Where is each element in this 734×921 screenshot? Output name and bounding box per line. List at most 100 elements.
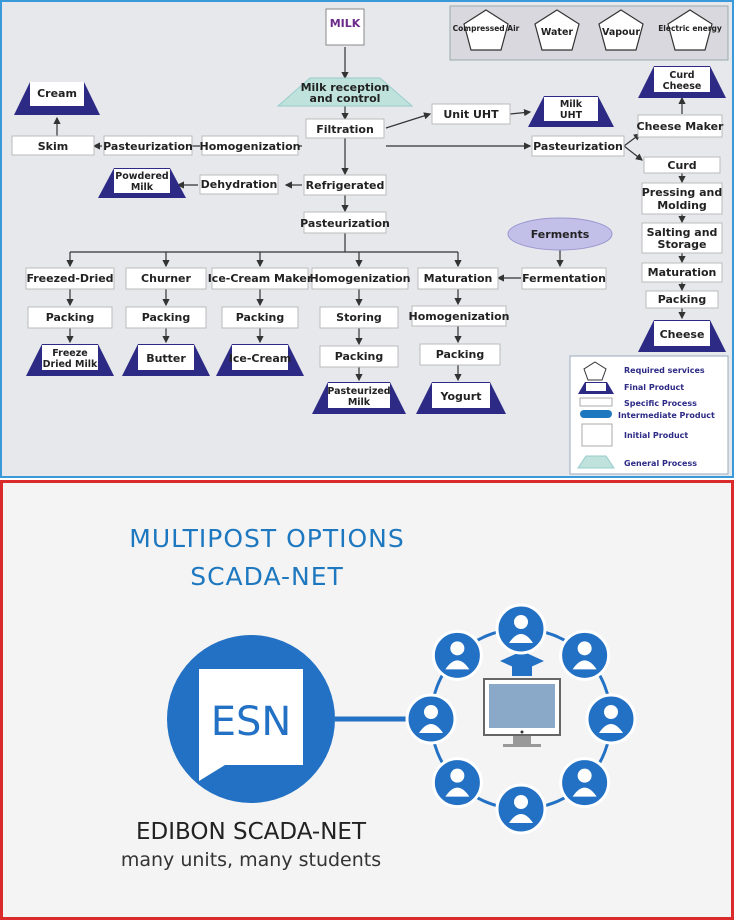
dairy-process-diagram: Compressed Air Water Vapour Electric ene…	[11, 5, 729, 475]
final-product-cheese: Cheese	[638, 320, 726, 352]
legend-final-product: Final Product	[578, 382, 684, 394]
process-boxes	[11, 103, 723, 368]
homogenization-label: Homogenization	[310, 272, 411, 285]
connectors	[53, 47, 686, 382]
svg-text:Intermediate Product: Intermediate Product	[618, 411, 715, 420]
packing-label: Packing	[236, 311, 285, 324]
process-labels: Filtration Unit UHT Homogenization Paste…	[26, 108, 724, 363]
required-services-group: Compressed Air Water Vapour Electric ene…	[449, 5, 729, 61]
svg-text:Butter: Butter	[146, 352, 186, 365]
curd-label: Curd	[667, 159, 696, 172]
student-icon	[559, 629, 611, 681]
student-icon	[495, 603, 547, 655]
svg-text:Cheese: Cheese	[660, 328, 705, 341]
svg-text:Curd: Curd	[669, 70, 694, 81]
final-product-yogurt: Yogurt	[416, 382, 506, 414]
fermentation-label: Fermentation	[522, 272, 606, 285]
final-products: Cream Powdered Milk Milk UHT Freeze Drie…	[14, 66, 726, 414]
svg-text:Cheese: Cheese	[663, 81, 702, 92]
service-label: Water	[541, 27, 574, 38]
ice-cream-maker-label: Ice-Cream Maker	[208, 272, 313, 285]
svg-text:Ferments: Ferments	[531, 228, 590, 241]
svg-text:Compressed Air: Compressed Air	[453, 24, 520, 33]
packing-label: Packing	[335, 350, 384, 363]
brand-name: EDIBON SCADA-NET	[136, 819, 367, 845]
esn-logo: ESN	[167, 635, 335, 803]
pasteurization-label: Pasteurization	[300, 217, 390, 230]
promo-title-line-1: MULTIPOST OPTIONS	[129, 524, 404, 553]
legend-intermediate-product: Intermediate Product	[580, 410, 715, 420]
process-diagram-panel: Compressed Air Water Vapour Electric ene…	[0, 0, 734, 478]
scada-net-illustration: MULTIPOST OPTIONS SCADA-NET ESN EDIBON S…	[121, 524, 637, 871]
promo-title-line-2: SCADA-NET	[190, 562, 344, 591]
computer-icon	[483, 678, 561, 747]
final-product-ice-cream: Ice-Cream	[216, 344, 304, 376]
homogenization-label: Homogenization	[200, 140, 301, 153]
legend-general-process: General Process	[577, 455, 697, 469]
service-label: Vapour	[602, 27, 640, 38]
storing-label: Storing	[336, 311, 382, 324]
brand-tagline: many units, many students	[121, 849, 381, 871]
svg-text:MILK: MILK	[330, 17, 361, 30]
svg-text:Pasteurized: Pasteurized	[327, 386, 390, 397]
packing-label: Packing	[46, 311, 95, 324]
packing-label: Packing	[658, 293, 707, 306]
legend-initial-product: Initial Product	[581, 423, 688, 447]
maturation-label: Maturation	[648, 266, 717, 279]
svg-text:UHT: UHT	[560, 110, 583, 121]
svg-text:Specific Process: Specific Process	[624, 399, 697, 408]
maturation-label: Maturation	[424, 272, 493, 285]
skim-label: Skim	[38, 140, 68, 153]
graduation-cap-icon	[500, 651, 544, 676]
filtration-label: Filtration	[316, 123, 374, 136]
svg-text:Final Product: Final Product	[624, 383, 684, 392]
service-vapour: Vapour	[598, 9, 644, 51]
final-product-milk-uht: Milk UHT	[528, 96, 614, 127]
svg-text:Milk: Milk	[348, 397, 371, 408]
pressing-label: Pressing and	[642, 186, 722, 199]
service-compressed-air: Compressed Air	[453, 9, 520, 51]
salting-label: Storage	[658, 238, 707, 251]
svg-text:Ice-Cream: Ice-Cream	[229, 352, 291, 365]
svg-text:Dried Milk: Dried Milk	[43, 359, 98, 370]
svg-text:Yogurt: Yogurt	[440, 390, 482, 403]
service-electric-energy: Electric energy	[658, 9, 722, 51]
service-label: Electric energy	[658, 24, 722, 33]
final-product-powdered-milk: Powdered Milk	[98, 168, 186, 198]
legend-specific-process: Specific Process	[579, 397, 697, 408]
cheese-maker-label: Cheese Maker	[637, 120, 725, 133]
student-icon	[559, 757, 611, 809]
svg-text:Milk: Milk	[131, 182, 154, 193]
final-product-curd-cheese: Curd Cheese	[638, 66, 726, 98]
students-group	[405, 603, 637, 835]
churner-label: Churner	[141, 272, 191, 285]
pressing-label: Molding	[657, 199, 707, 212]
svg-text:ESN: ESN	[211, 699, 292, 745]
final-product-pasteurized-milk: Pasteurized Milk	[312, 382, 406, 414]
svg-text:Milk: Milk	[560, 99, 583, 110]
svg-text:Cream: Cream	[37, 87, 77, 100]
pasteurization-label: Pasteurization	[103, 140, 193, 153]
legend: Required services Final Product Specific…	[569, 355, 729, 475]
svg-text:Freeze: Freeze	[52, 348, 87, 359]
student-icon	[405, 693, 457, 745]
service-label: Compressed Air	[453, 24, 520, 33]
general-process-reception: Milk reception and control	[276, 77, 414, 107]
student-icon	[431, 629, 483, 681]
homogenization-label: Homogenization	[409, 310, 510, 323]
initial-product-milk: MILK	[325, 8, 365, 46]
pasteurization-label: Pasteurization	[533, 140, 623, 153]
intermediate-product-ferments: Ferments	[507, 217, 613, 251]
freezed-dried-label: Freezed-Dried	[26, 272, 113, 285]
refrigerated-label: Refrigerated	[306, 179, 385, 192]
packing-label: Packing	[436, 348, 485, 361]
svg-text:and control: and control	[310, 92, 381, 105]
dehydration-label: Dehydration	[201, 178, 278, 191]
svg-text:General Process: General Process	[624, 459, 697, 468]
svg-text:Milk reception: Milk reception	[301, 81, 390, 94]
unit-uht-label: Unit UHT	[443, 108, 499, 121]
final-product-cream: Cream	[14, 82, 100, 115]
final-product-freeze-dried-milk: Freeze Dried Milk	[26, 344, 114, 376]
service-water: Water	[534, 9, 580, 51]
salting-label: Salting and	[647, 226, 718, 239]
